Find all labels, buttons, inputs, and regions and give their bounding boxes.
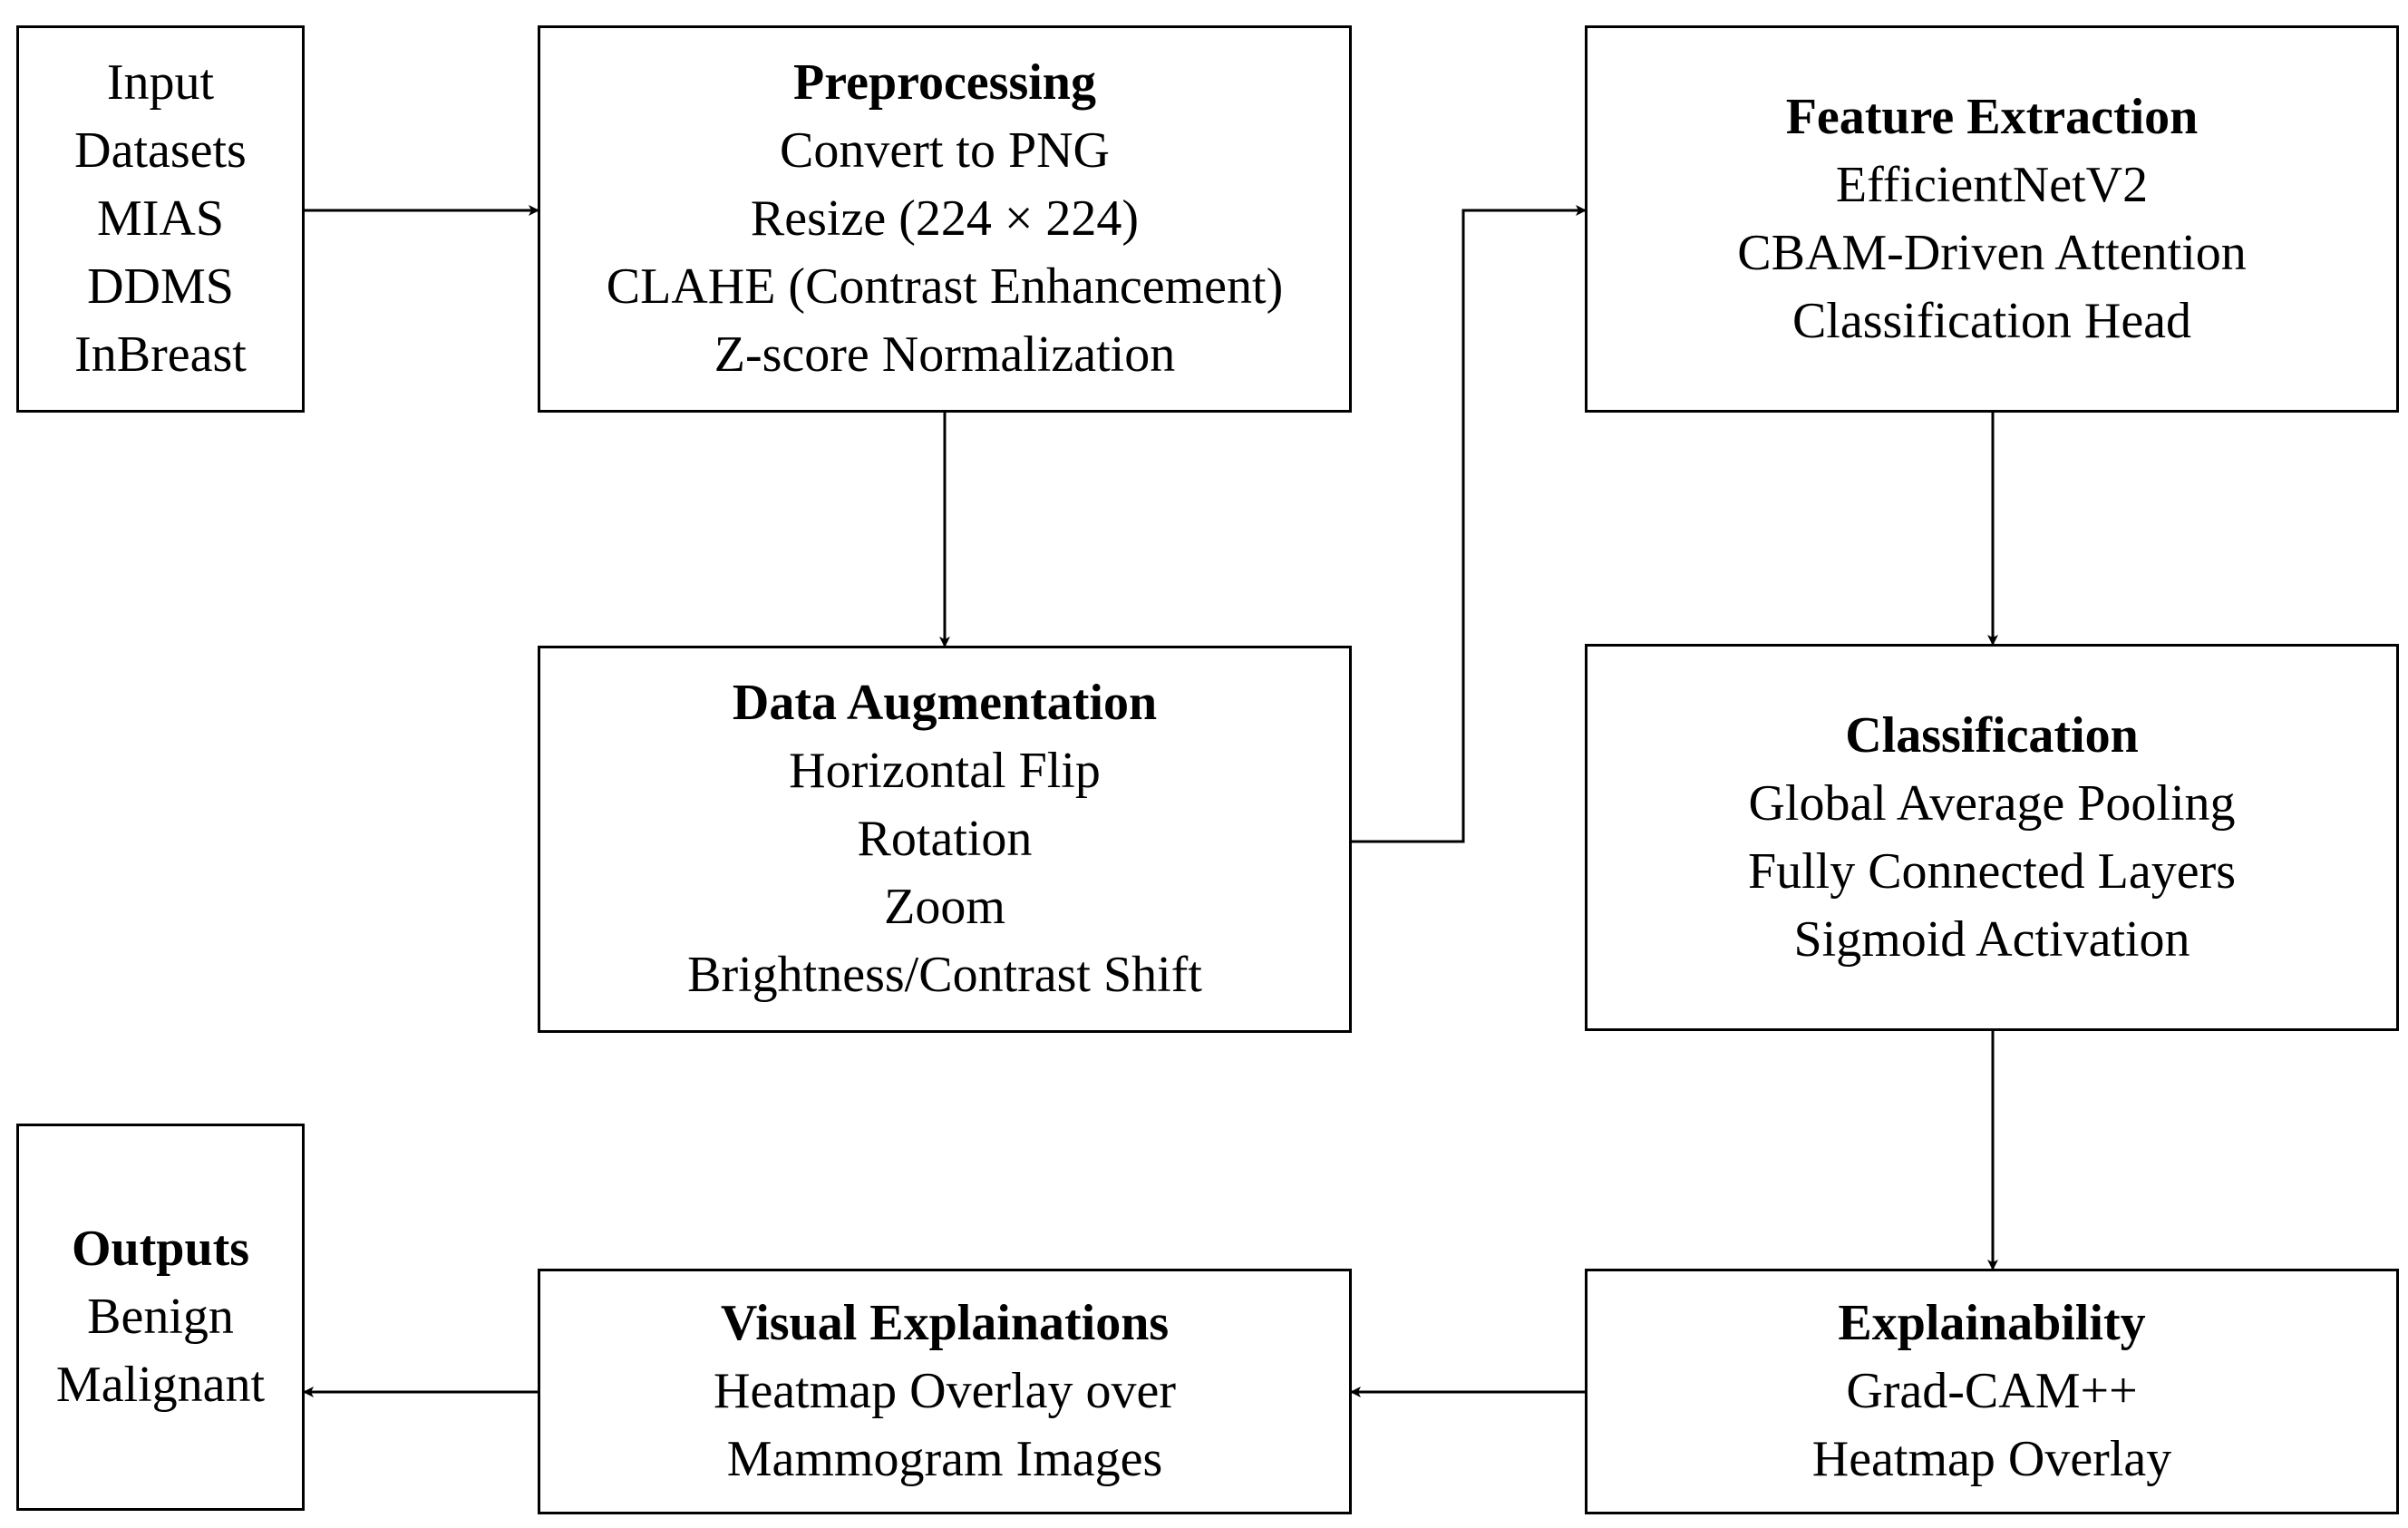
augmentation-line-4: Brightness/Contrast Shift: [687, 947, 1202, 1003]
outputs-title: Outputs: [71, 1221, 250, 1277]
feature-line-2: CBAM-Driven Attention: [1737, 224, 2247, 281]
visual-line-2: Mammogram Images: [726, 1431, 1163, 1487]
input-line-5: InBreast: [74, 326, 247, 383]
augmentation-line-3: Zoom: [884, 879, 1005, 935]
visual-title: Visual Explainations: [720, 1295, 1170, 1351]
augmentation-line-1: Horizontal Flip: [789, 743, 1101, 799]
input-datasets-box: Input Datasets MIAS DDMS InBreast: [16, 25, 305, 413]
preprocessing-line-2: Resize (224 × 224): [750, 190, 1140, 247]
feature-extraction-box: Feature Extraction EfficientNetV2 CBAM-D…: [1585, 25, 2399, 413]
input-line-4: DDMS: [87, 258, 234, 315]
arrow-augmentation-to-feature: [1352, 205, 1587, 843]
visual-explanations-box: Visual Explainations Heatmap Overlay ove…: [538, 1269, 1352, 1514]
feature-title: Feature Extraction: [1785, 88, 2199, 145]
classification-line-1: Global Average Pooling: [1748, 774, 2236, 832]
classification-box: Classification Global Average Pooling Fu…: [1585, 644, 2399, 1031]
data-augmentation-box: Data Augmentation Horizontal Flip Rotati…: [538, 646, 1352, 1033]
outputs-line-1: Benign: [87, 1289, 234, 1345]
classification-line-2: Fully Connected Layers: [1747, 842, 2237, 900]
preprocessing-box: Preprocessing Convert to PNG Resize (224…: [538, 25, 1352, 413]
feature-line-1: EfficientNetV2: [1835, 156, 2149, 213]
explainability-title: Explainability: [1838, 1295, 2146, 1351]
input-line-2: Datasets: [74, 122, 247, 179]
feature-line-3: Classification Head: [1791, 292, 2192, 349]
preprocessing-line-1: Convert to PNG: [780, 122, 1110, 179]
input-line-1: Input: [106, 54, 215, 111]
preprocessing-title: Preprocessing: [793, 54, 1096, 111]
explainability-line-1: Grad-CAM++: [1846, 1363, 2138, 1419]
outputs-line-2: Malignant: [55, 1357, 266, 1413]
augmentation-line-2: Rotation: [857, 811, 1033, 867]
input-line-3: MIAS: [96, 190, 225, 247]
explainability-line-2: Heatmap Overlay: [1811, 1431, 2172, 1487]
augmentation-title: Data Augmentation: [732, 675, 1158, 731]
visual-line-1: Heatmap Overlay over: [714, 1363, 1176, 1419]
preprocessing-line-4: Z-score Normalization: [714, 326, 1176, 383]
classification-line-3: Sigmoid Activation: [1793, 910, 2190, 968]
preprocessing-line-3: CLAHE (Contrast Enhancement): [606, 258, 1284, 315]
classification-title: Classification: [1845, 706, 2139, 764]
explainability-box: Explainability Grad-CAM++ Heatmap Overla…: [1585, 1269, 2399, 1514]
outputs-box: Outputs Benign Malignant: [16, 1124, 305, 1511]
